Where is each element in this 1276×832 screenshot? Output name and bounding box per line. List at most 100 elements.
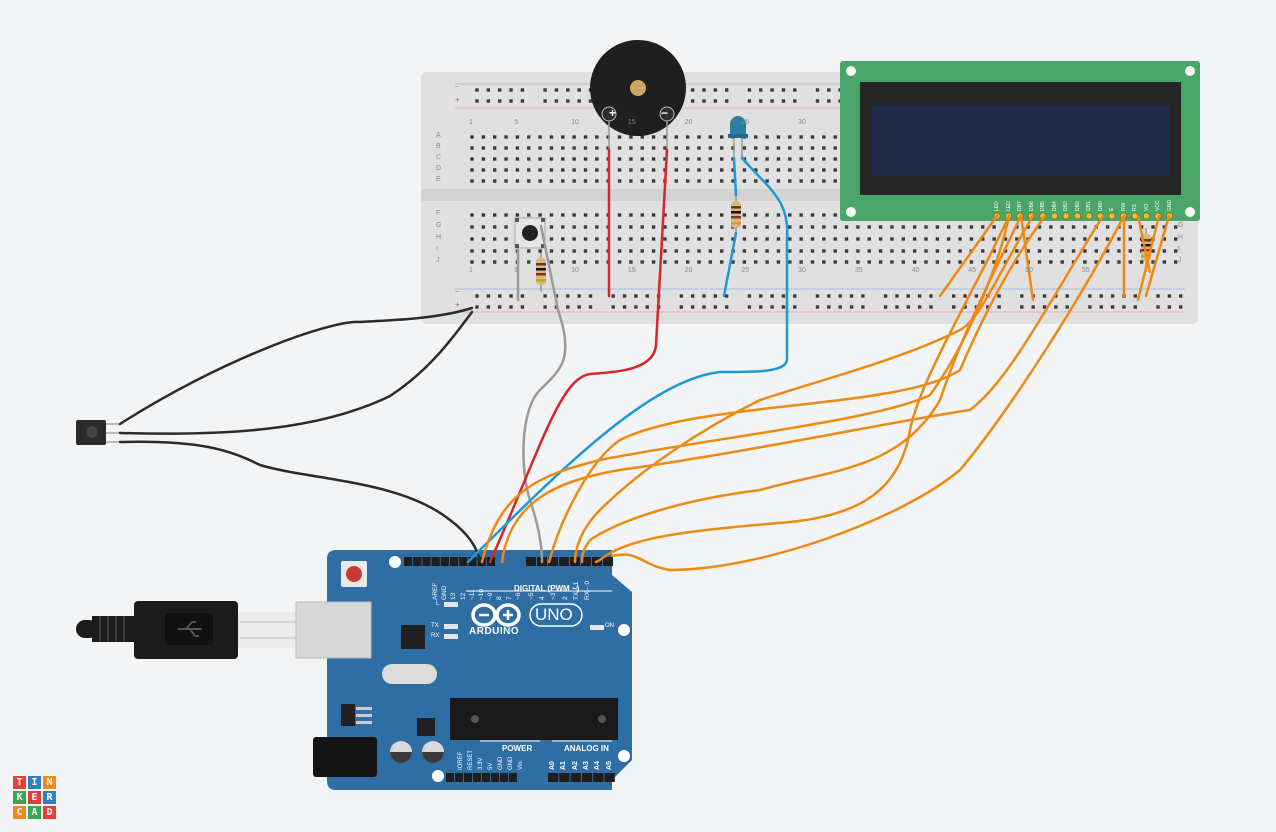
breadboard-hole[interactable] xyxy=(697,179,701,183)
breadboard-hole[interactable] xyxy=(901,237,905,241)
breadboard-hole[interactable] xyxy=(827,88,831,92)
breadboard-hole[interactable] xyxy=(697,213,701,217)
breadboard-hole[interactable] xyxy=(595,225,599,229)
breadboard-hole[interactable] xyxy=(1071,249,1076,253)
breadboard-hole[interactable] xyxy=(867,260,871,264)
breadboard-hole[interactable] xyxy=(788,213,792,217)
breadboard-hole[interactable] xyxy=(917,305,922,309)
breadboard-hole[interactable] xyxy=(1162,237,1167,241)
push-button[interactable] xyxy=(514,217,546,249)
breadboard-hole[interactable] xyxy=(833,249,837,253)
breadboard-hole[interactable] xyxy=(1003,249,1008,253)
breadboard-hole[interactable] xyxy=(640,237,644,241)
breadboard-hole[interactable] xyxy=(781,305,786,309)
breadboard-hole[interactable] xyxy=(815,88,820,92)
breadboard-hole[interactable] xyxy=(1049,225,1053,229)
breadboard-hole[interactable] xyxy=(645,305,649,309)
breadboard-hole[interactable] xyxy=(1162,225,1167,229)
breadboard-hole[interactable] xyxy=(470,213,474,217)
breadboard-hole[interactable] xyxy=(509,305,513,309)
breadboard-hole[interactable] xyxy=(538,179,542,183)
breadboard-hole[interactable] xyxy=(617,179,622,183)
breadboard-hole[interactable] xyxy=(498,294,502,298)
breadboard-hole[interactable] xyxy=(663,260,667,264)
breadboard-hole[interactable] xyxy=(549,146,554,150)
breadboard-hole[interactable] xyxy=(629,213,633,217)
breadboard-hole[interactable] xyxy=(1020,305,1024,309)
breadboard-hole[interactable] xyxy=(969,237,974,241)
breadboard-hole[interactable] xyxy=(509,294,513,298)
breadboard-hole[interactable] xyxy=(1174,225,1178,229)
breadboard-hole[interactable] xyxy=(1162,249,1167,253)
breadboard-hole[interactable] xyxy=(754,135,758,139)
breadboard-hole[interactable] xyxy=(952,305,956,309)
breadboard-hole[interactable] xyxy=(1065,294,1069,298)
breadboard-hole[interactable] xyxy=(470,179,474,183)
breadboard-hole[interactable] xyxy=(1054,305,1058,309)
breadboard-hole[interactable] xyxy=(815,99,820,103)
breadboard-hole[interactable] xyxy=(1117,249,1121,253)
breadboard-hole[interactable] xyxy=(572,146,576,150)
breadboard-hole[interactable] xyxy=(731,237,735,241)
breadboard-hole[interactable] xyxy=(901,260,905,264)
breadboard-hole[interactable] xyxy=(935,237,940,241)
breadboard-hole[interactable] xyxy=(588,305,593,309)
breadboard-hole[interactable] xyxy=(674,213,678,217)
breadboard-hole[interactable] xyxy=(1060,249,1064,253)
breadboard-hole[interactable] xyxy=(776,213,781,217)
breadboard-hole[interactable] xyxy=(776,157,781,161)
breadboard-hole[interactable] xyxy=(690,305,695,309)
breadboard-hole[interactable] xyxy=(1174,237,1178,241)
breadboard-hole[interactable] xyxy=(685,146,690,150)
breadboard-hole[interactable] xyxy=(1015,237,1019,241)
breadboard-hole[interactable] xyxy=(527,213,531,217)
breadboard-hole[interactable] xyxy=(958,225,962,229)
breadboard-hole[interactable] xyxy=(702,88,706,92)
breadboard-hole[interactable] xyxy=(651,237,656,241)
breadboard-hole[interactable] xyxy=(527,260,531,264)
header-pin[interactable] xyxy=(593,773,604,782)
breadboard-hole[interactable] xyxy=(708,168,713,172)
breadboard-hole[interactable] xyxy=(1110,305,1115,309)
breadboard-hole[interactable] xyxy=(577,305,581,309)
breadboard-hole[interactable] xyxy=(1094,249,1098,253)
arduino-uno[interactable] xyxy=(295,550,632,790)
breadboard-hole[interactable] xyxy=(1020,294,1024,298)
breadboard-hole[interactable] xyxy=(498,88,502,92)
breadboard-hole[interactable] xyxy=(640,168,644,172)
breadboard-hole[interactable] xyxy=(810,249,815,253)
breadboard-hole[interactable] xyxy=(890,260,894,264)
breadboard-hole[interactable] xyxy=(697,225,701,229)
breadboard-hole[interactable] xyxy=(651,146,656,150)
breadboard-hole[interactable] xyxy=(588,99,593,103)
breadboard-hole[interactable] xyxy=(1060,237,1064,241)
breadboard-hole[interactable] xyxy=(947,237,951,241)
breadboard-hole[interactable] xyxy=(475,294,479,298)
breadboard-hole[interactable] xyxy=(765,213,769,217)
breadboard-hole[interactable] xyxy=(912,260,917,264)
breadboard-hole[interactable] xyxy=(1049,249,1053,253)
breadboard-hole[interactable] xyxy=(504,213,508,217)
breadboard-hole[interactable] xyxy=(929,294,933,298)
breadboard-hole[interactable] xyxy=(697,146,701,150)
breadboard-hole[interactable] xyxy=(1133,305,1137,309)
breadboard-hole[interactable] xyxy=(935,249,940,253)
breadboard-hole[interactable] xyxy=(470,260,474,264)
breadboard-hole[interactable] xyxy=(1167,305,1172,309)
breadboard-hole[interactable] xyxy=(554,88,559,92)
breadboard-hole[interactable] xyxy=(981,260,985,264)
breadboard-hole[interactable] xyxy=(629,168,633,172)
breadboard-hole[interactable] xyxy=(833,225,837,229)
resistor-led[interactable] xyxy=(731,195,741,233)
breadboard-hole[interactable] xyxy=(906,305,910,309)
breadboard-hole[interactable] xyxy=(720,179,724,183)
header-pin[interactable] xyxy=(500,773,508,782)
breadboard-hole[interactable] xyxy=(1060,260,1064,264)
wire-red[interactable] xyxy=(488,148,669,564)
breadboard-hole[interactable] xyxy=(1037,237,1042,241)
breadboard-hole[interactable] xyxy=(844,249,849,253)
breadboard-hole[interactable] xyxy=(731,260,735,264)
breadboard-hole[interactable] xyxy=(572,135,576,139)
breadboard-hole[interactable] xyxy=(1049,237,1053,241)
breadboard-hole[interactable] xyxy=(697,249,701,253)
